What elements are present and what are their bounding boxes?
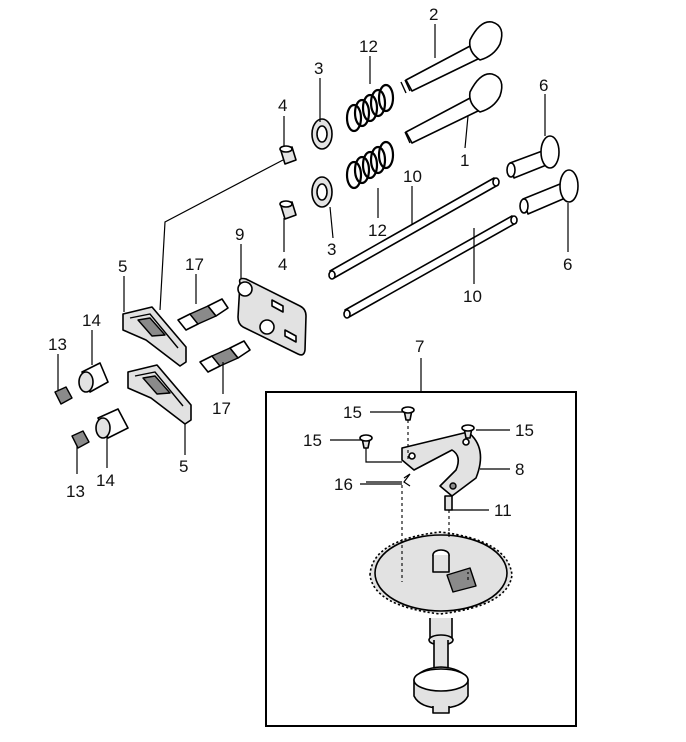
leader-lines <box>57 24 569 511</box>
callout-15-top: 15 <box>343 403 362 422</box>
callout-10-upper: 10 <box>403 167 422 186</box>
callout-15-left: 15 <box>303 431 322 450</box>
callout-12-lower: 12 <box>368 221 387 240</box>
valve-cap-upper <box>279 145 297 165</box>
cam-gear <box>369 531 513 714</box>
callout-14-upper: 14 <box>82 311 101 330</box>
adjust-nut-upper <box>54 386 73 405</box>
adjust-nut-lower <box>71 430 90 449</box>
valve-cap-lower <box>279 200 297 220</box>
screws <box>359 406 475 449</box>
callout-16: 16 <box>334 475 353 494</box>
callout-1: 1 <box>460 151 469 170</box>
callout-6-upper: 6 <box>539 76 548 95</box>
decompressor-arm <box>401 431 482 497</box>
spring-retainer-upper <box>311 118 333 150</box>
tappet-upper <box>506 135 560 179</box>
callout-13-upper: 13 <box>48 335 67 354</box>
connector-cap-to-rocker <box>159 159 284 311</box>
callout-3-lower: 3 <box>327 240 336 259</box>
callout-10-lower: 10 <box>463 287 482 306</box>
callout-12-upper: 12 <box>359 37 378 56</box>
valve-spring-lower <box>345 140 395 190</box>
callout-6-lower: 6 <box>563 255 572 274</box>
rocker-stud-lower <box>199 340 251 373</box>
valve-top <box>400 21 503 94</box>
callout-2: 2 <box>429 5 438 24</box>
callout-13-lower: 13 <box>66 482 85 501</box>
rocker-arm-lower <box>127 364 192 425</box>
small-spring-and-pin <box>403 473 453 511</box>
rocker-pivot-lower <box>95 408 129 439</box>
push-rod-upper <box>328 177 500 280</box>
callout-labels: 1 2 3 3 4 4 5 5 6 6 7 8 9 10 10 11 12 12… <box>48 5 572 520</box>
callout-7: 7 <box>415 337 424 356</box>
spring-retainer-lower <box>311 176 333 208</box>
push-rod-guide-plate <box>237 277 307 356</box>
valve-spring-upper <box>345 83 395 133</box>
rocker-stud-upper <box>177 298 229 331</box>
rocker-arm-upper <box>122 306 187 367</box>
callout-17-lower: 17 <box>212 399 231 418</box>
callout-15-right: 15 <box>515 421 534 440</box>
callout-8: 8 <box>515 460 524 479</box>
callout-11: 11 <box>494 501 512 520</box>
push-rod-lower <box>343 215 518 319</box>
callout-4-upper: 4 <box>278 96 287 115</box>
assembly-guide-lines <box>365 420 469 582</box>
tappet-lower <box>519 169 579 215</box>
callout-9: 9 <box>235 225 244 244</box>
callout-5-lower: 5 <box>179 457 188 476</box>
callout-17-upper: 17 <box>185 255 204 274</box>
callout-14-lower: 14 <box>96 471 115 490</box>
valve-lower <box>404 73 503 144</box>
callout-4-lower: 4 <box>278 255 287 274</box>
callout-3-upper: 3 <box>314 59 323 78</box>
callout-5-upper: 5 <box>118 257 127 276</box>
rocker-pivot-upper <box>78 362 109 393</box>
